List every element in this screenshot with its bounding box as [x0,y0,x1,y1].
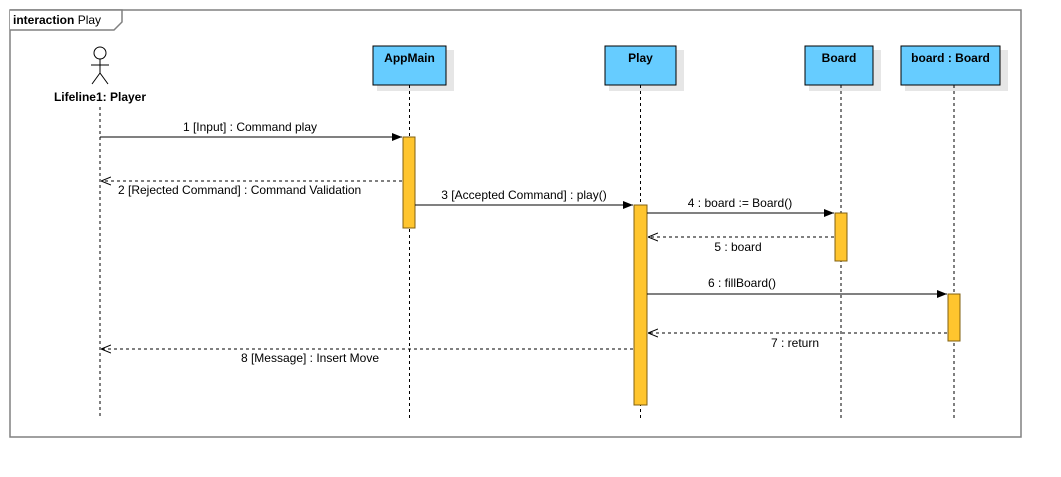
message-1-label: 1 [Input] : Command play [183,120,317,134]
actor-left-leg [91,72,101,85]
frame-border [9,9,1022,438]
message-6-label: 6 : fillBoard() [708,276,776,290]
message-6[interactable]: 6 : fillBoard() [647,276,947,298]
message-3[interactable]: 3 [Accepted Command] : play() [415,188,633,209]
message-8[interactable]: 8 [Message] : Insert Move [101,349,633,365]
message-3-label: 3 [Accepted Command] : play() [441,188,606,202]
message-4[interactable]: 4 : board := Board() [647,196,834,217]
lifeline-board-class-head[interactable]: Board [804,45,881,91]
actor-label: Lifeline1: Player [54,90,146,104]
lifeline-appmain-box [372,45,447,86]
message-1[interactable]: 1 [Input] : Command play [100,120,402,141]
activation-board-class [834,212,848,262]
message-4-label: 4 : board := Board() [688,196,792,210]
actor-right-leg [99,72,109,85]
lifeline-appmain-head[interactable]: AppMain [372,45,454,91]
message-2-label: 2 [Rejected Command] : Command Validatio… [118,183,361,197]
lifeline-play-label: Play [628,51,653,65]
lifeline-play-head[interactable]: Play [604,45,684,91]
actor-head [93,46,107,60]
lifeline-board-object-head[interactable]: board : Board [900,45,1008,91]
message-7[interactable]: 7 : return [648,333,947,350]
activation-appmain [402,136,416,229]
message-5[interactable]: 5 : board [648,237,834,254]
actor-player[interactable]: Lifeline1: Player [54,46,146,104]
lifeline-board-class-label: Board [822,51,857,65]
activation-board-object [947,293,961,342]
lifeline-appmain-label: AppMain [384,51,435,65]
message-5-label: 5 : board [714,240,761,254]
lifeline-board-object-box [900,45,1001,86]
frame-title: interaction Play [13,13,101,27]
message-8-label: 8 [Message] : Insert Move [241,351,379,365]
activation-play [633,204,648,406]
lifeline-board-class-box [804,45,874,86]
frame-keyword: interaction [13,13,74,27]
frame-tab [10,9,123,31]
frame-name: Play [78,13,101,27]
message-7-label: 7 : return [771,336,819,350]
interaction-frame: interaction Play [9,9,1022,438]
lifeline-board-object-label: board : Board [911,51,990,65]
message-2[interactable]: 2 [Rejected Command] : Command Validatio… [101,181,402,197]
